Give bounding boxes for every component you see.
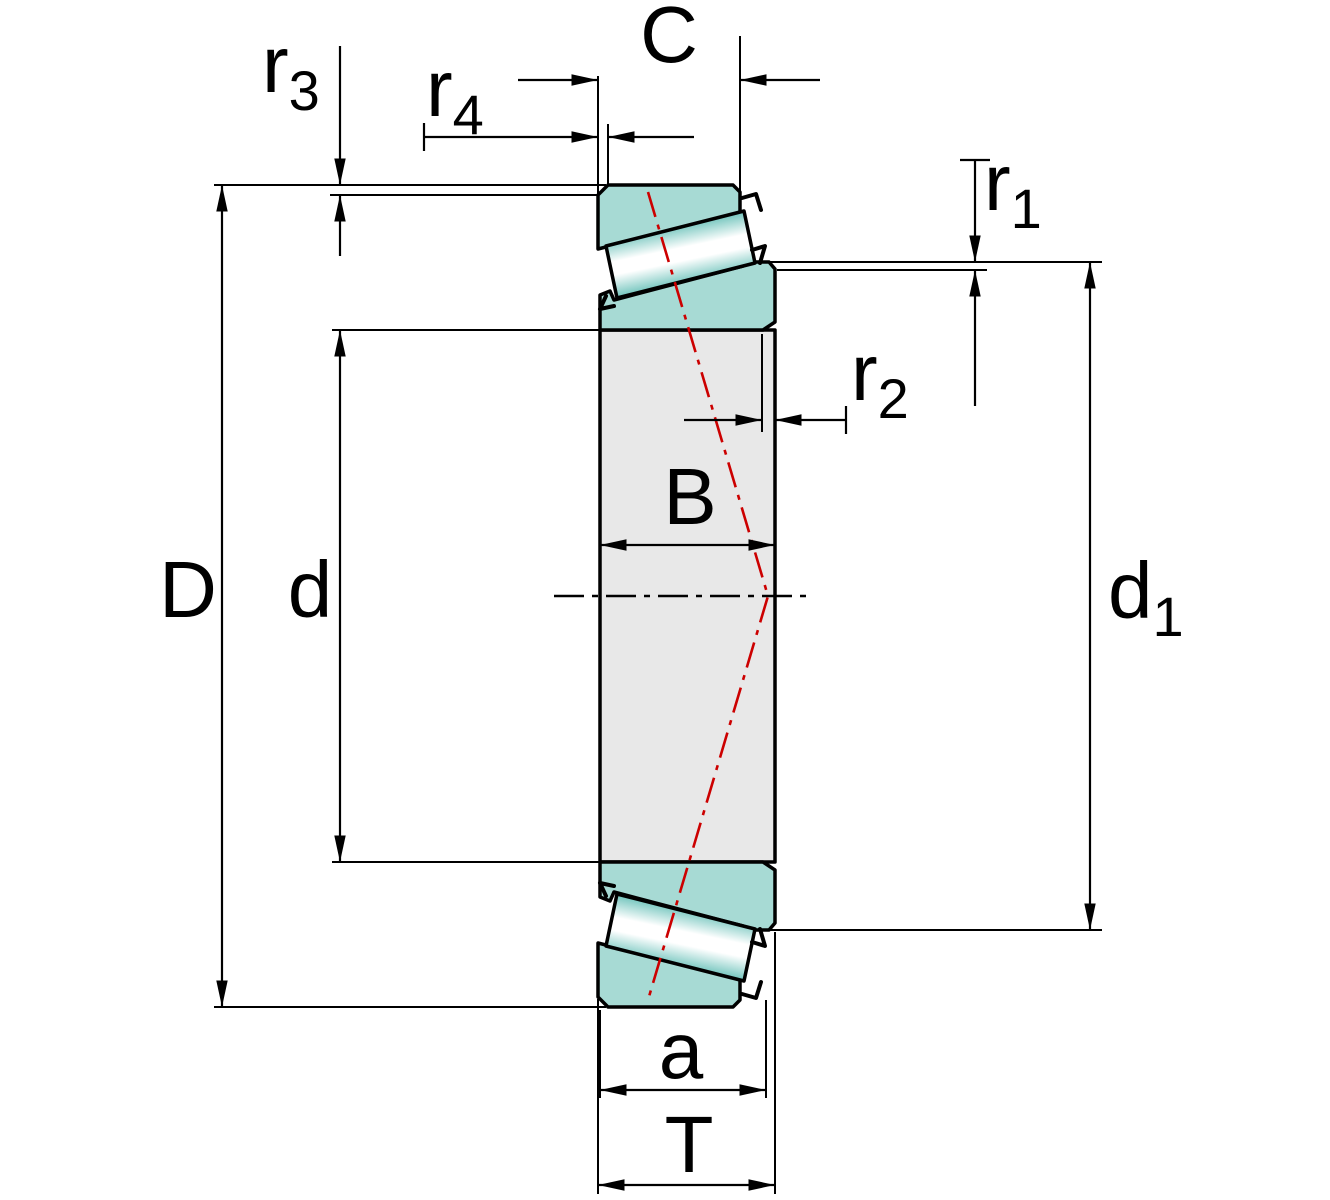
cage-mark [598, 881, 616, 898]
tapered-roller-lower [604, 892, 757, 983]
cage-mark [740, 192, 763, 212]
label-r3: r3 [262, 20, 320, 122]
dimension-labels: C r4 r3 r1 r2 B D d d1 a T [159, 0, 1184, 1189]
label-r1: r1 [984, 138, 1042, 240]
label-D: D [159, 545, 217, 634]
label-d: d [288, 545, 333, 634]
cage-mark [750, 244, 767, 265]
extension-lines [214, 36, 1102, 1194]
dimension-lines [216, 46, 1096, 1191]
label-r4: r4 [426, 44, 484, 146]
label-C: C [640, 0, 698, 79]
cage-mark [750, 927, 767, 948]
tapered-roller-upper [604, 209, 757, 300]
cage-mark [598, 294, 616, 311]
cage-mark [740, 980, 763, 1000]
label-d1: d1 [1108, 546, 1184, 648]
label-a: a [659, 1006, 704, 1095]
label-B: B [663, 452, 716, 541]
label-r2: r2 [851, 328, 909, 430]
label-T: T [665, 1100, 714, 1189]
